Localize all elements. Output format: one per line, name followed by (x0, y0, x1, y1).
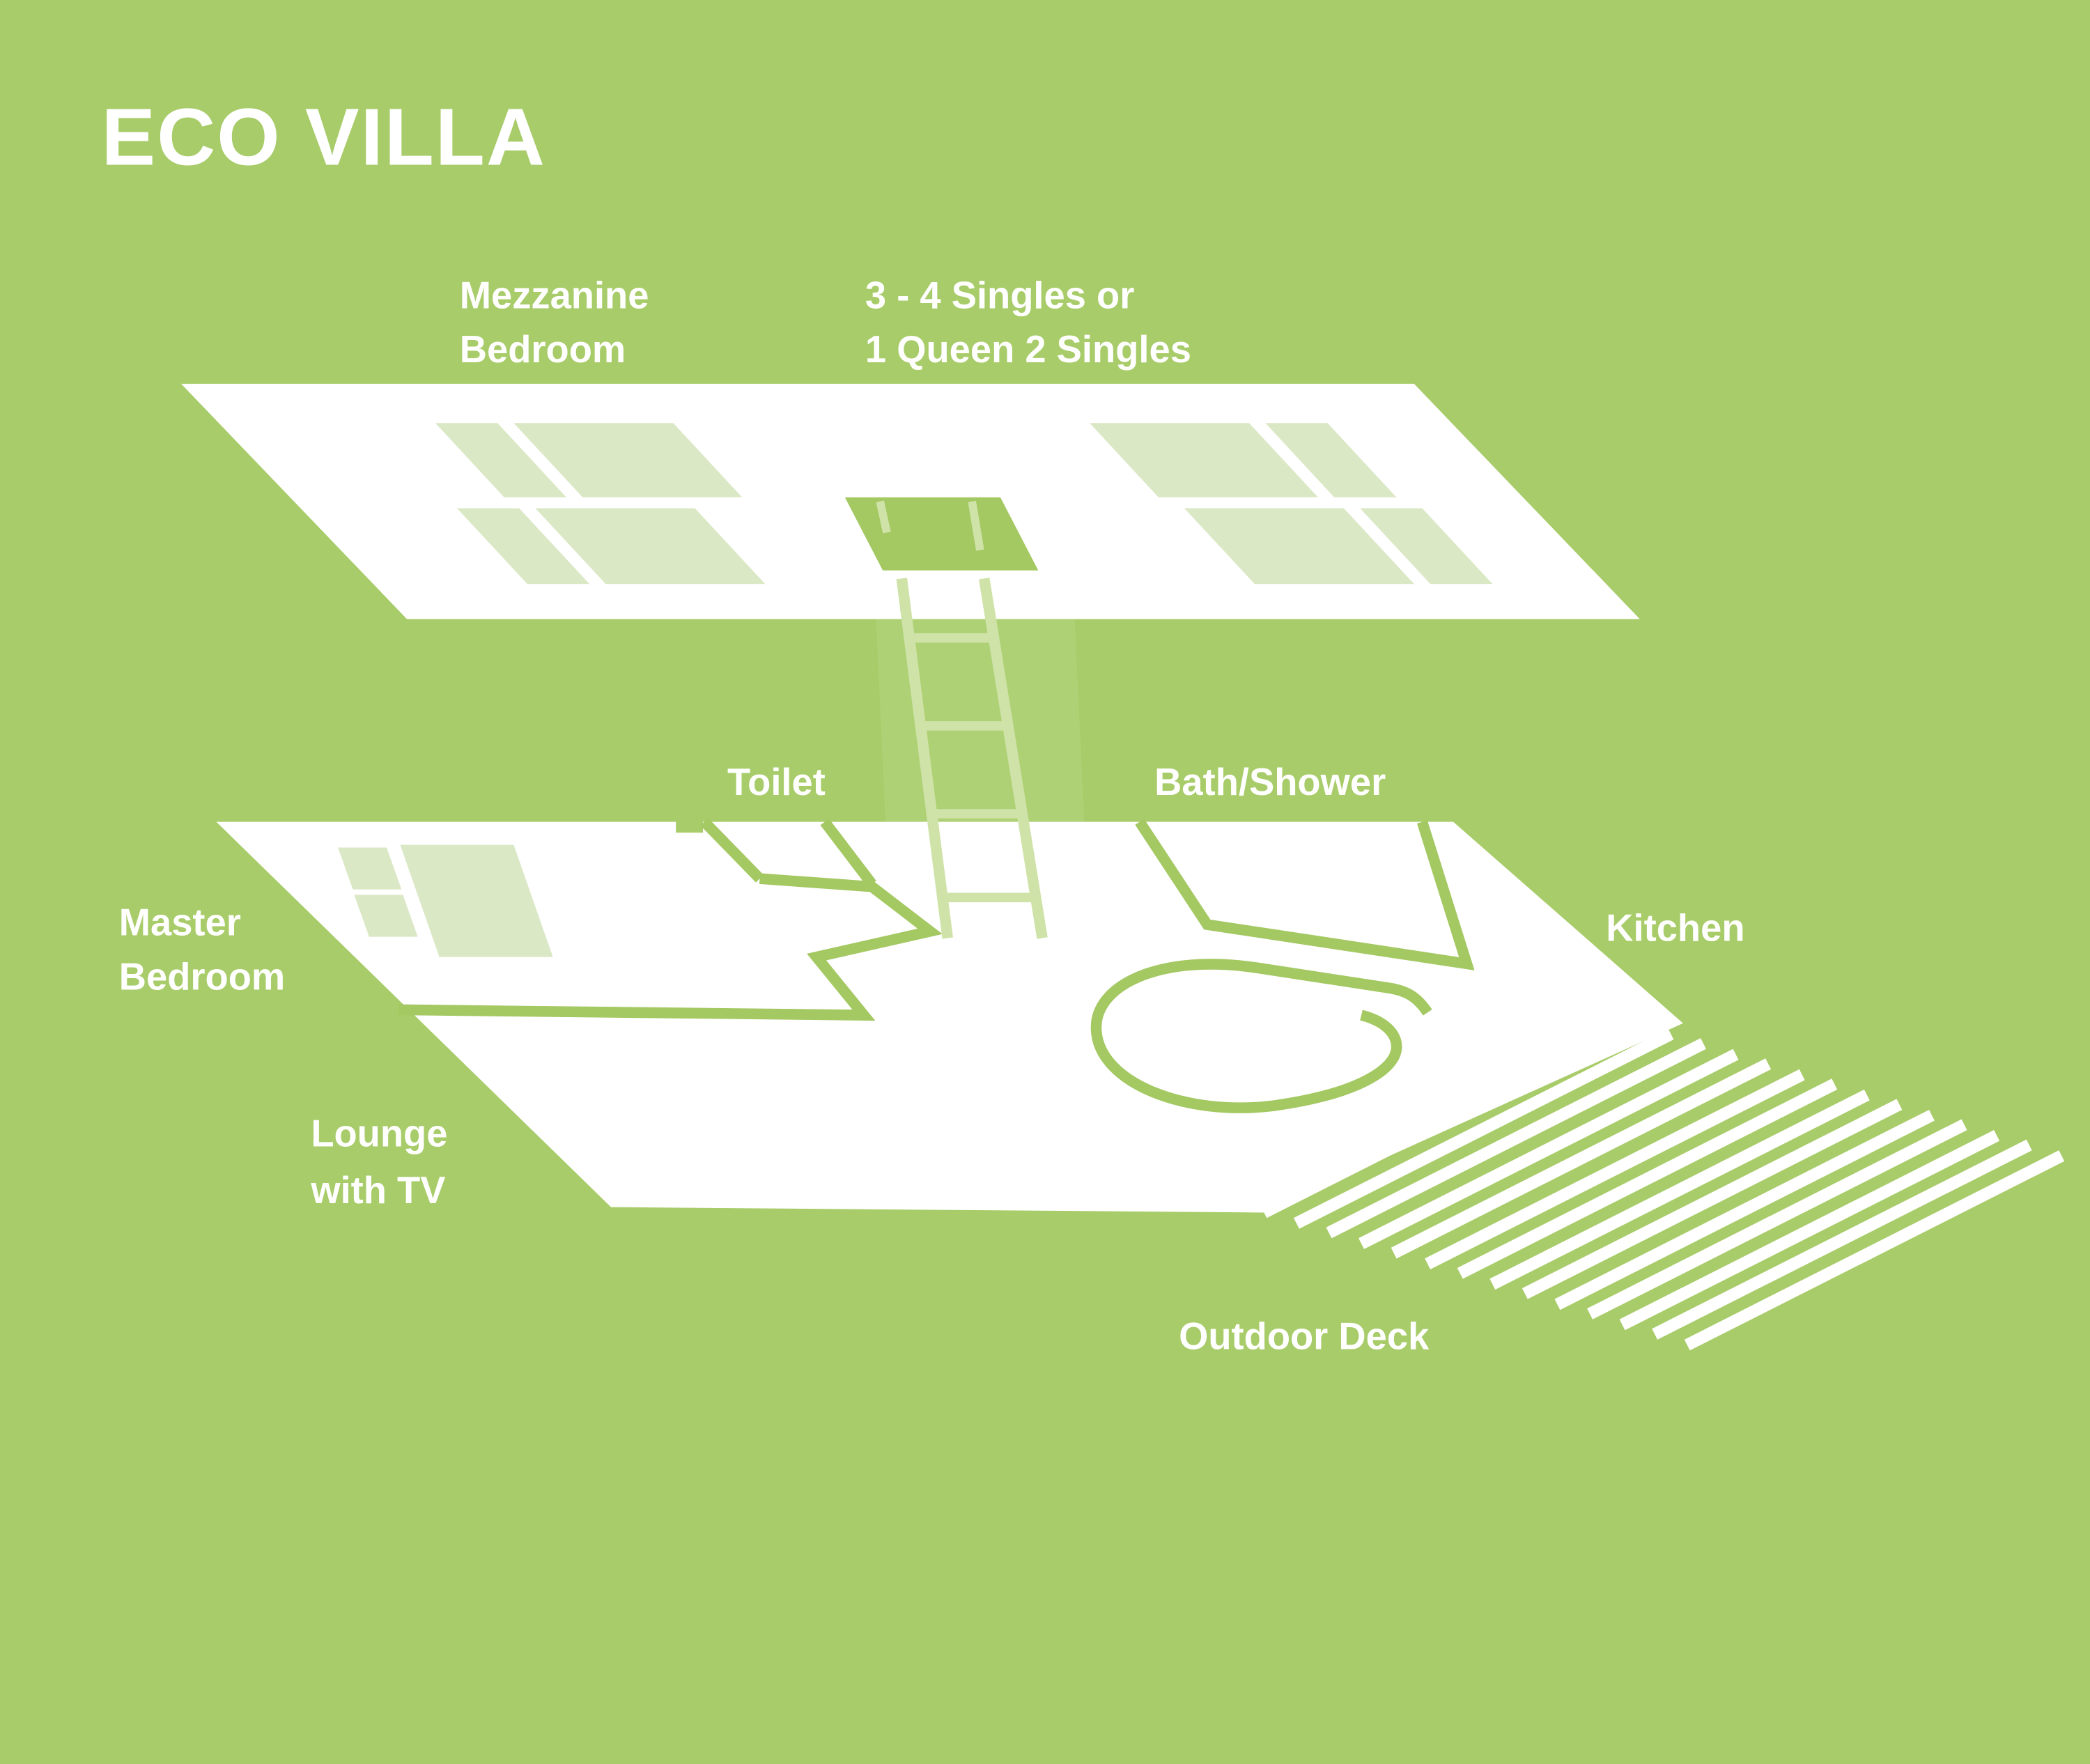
deck-stripes (1261, 1017, 2065, 1351)
mezzanine-bed-body (513, 423, 743, 497)
deck-plank (1652, 1139, 2032, 1340)
ground-floor (216, 821, 1683, 1213)
mezzanine-label-line2: Bedroom (460, 328, 626, 371)
mezzanine-bed-body (1090, 423, 1318, 497)
label-lounge-line2: with TV (310, 1169, 445, 1212)
mezzanine-bed-body (1184, 508, 1414, 585)
deck-plank (1684, 1150, 2065, 1351)
ladder-top-rail-mark (876, 500, 891, 534)
deck-plank (1522, 1099, 1903, 1299)
deck-plank (1261, 1017, 1641, 1218)
mezzanine-bed-pillow (435, 423, 567, 497)
bath-shower-walls (1135, 819, 1475, 970)
master-bed-body (400, 844, 553, 957)
label-outdoor-deck: Outdoor Deck (1179, 1315, 1430, 1357)
page-title: ECO VILLA (102, 92, 546, 183)
door-gap (676, 814, 704, 833)
master-bed-pillow (354, 895, 418, 937)
mezzanine-bed-pillow (456, 508, 590, 585)
ladder-top-rail-mark (968, 500, 984, 551)
ladder (896, 578, 1048, 939)
mezzanine-bed-body (535, 508, 766, 585)
deck-plank (1425, 1069, 1805, 1269)
label-master-line2: Bedroom (119, 955, 285, 998)
mezzanine-plane (181, 383, 1640, 619)
ladder-hatch-opening (844, 497, 1039, 571)
label-kitchen: Kitchen (1606, 906, 1744, 949)
mezzanine-bed-pillow (1265, 423, 1397, 497)
toilet-left-wall (700, 818, 764, 883)
mezzanine-label-line1: Mezzanine (460, 274, 649, 316)
label-bath-shower: Bath/Shower (1154, 761, 1386, 803)
deck-plank (1619, 1130, 2000, 1331)
deck-plank (1326, 1038, 1706, 1239)
deck-plank (1554, 1109, 1935, 1310)
kitchen-counter (1090, 959, 1432, 1113)
label-lounge-line1: Lounge (311, 1112, 447, 1154)
deck-plank (1358, 1049, 1739, 1249)
toilet-bottom-wall-and-steps (398, 873, 943, 1021)
deck-plank (1391, 1058, 1772, 1259)
master-bed-pillow (338, 847, 402, 890)
mezzanine-capacity-line1: 3 - 4 Singles or (865, 274, 1134, 316)
mezzanine-capacity-line2: 1 Queen 2 Singles (865, 328, 1191, 371)
label-toilet: Toilet (727, 761, 826, 803)
toilet-right-wall (820, 818, 876, 888)
mezzanine-bed-pillow (1360, 508, 1493, 585)
deck-plank (1489, 1089, 1870, 1290)
deck-plank (1457, 1078, 1838, 1279)
deck-plank (1587, 1119, 1967, 1320)
ground-plane (216, 814, 1683, 1213)
label-master-line1: Master (119, 902, 241, 944)
deck-plank (1293, 1028, 1674, 1229)
